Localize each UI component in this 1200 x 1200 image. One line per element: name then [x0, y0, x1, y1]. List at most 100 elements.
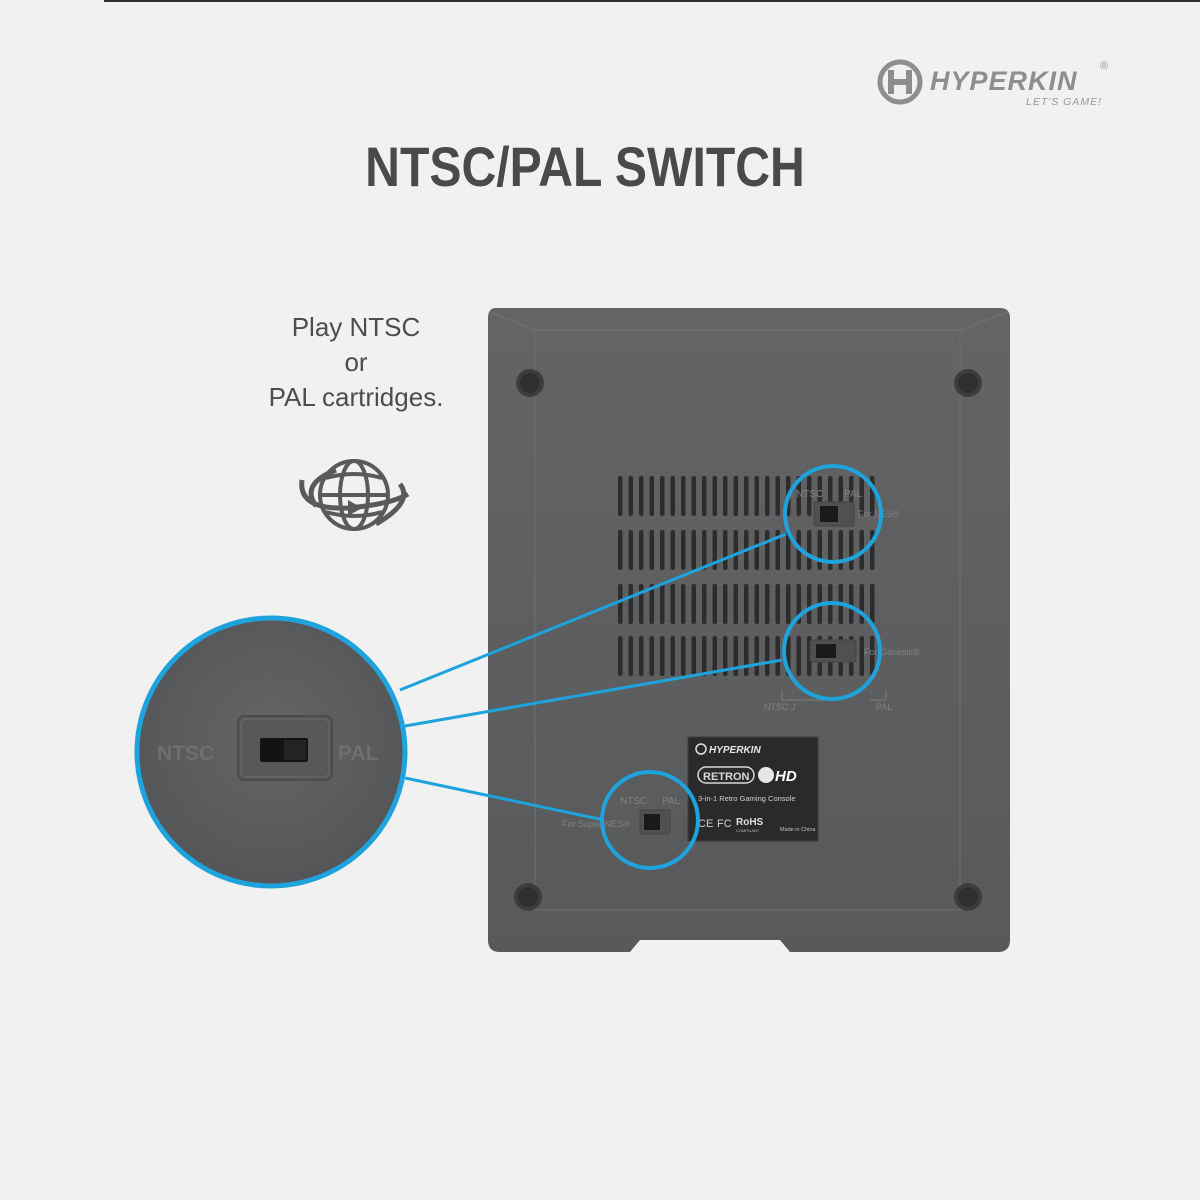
vent-slot [754, 476, 759, 516]
vent-slot [670, 530, 675, 570]
vent-slot [723, 530, 728, 570]
label-rohs-sub: COMPLIANT [736, 828, 760, 833]
caption-line-2: or [344, 347, 368, 377]
vent-slot [828, 530, 833, 570]
label-ce-mark: CE [698, 818, 713, 830]
vent-slot [712, 530, 717, 570]
label-product: RETRON [703, 771, 750, 783]
vent-slot [691, 636, 696, 676]
vent-slot [796, 476, 801, 516]
hyperkin-logo: HYPERKIN ® LET'S GAME! [876, 58, 1126, 114]
logo-wordmark: HYPERKIN [930, 66, 1078, 96]
vent-slot [639, 530, 644, 570]
feature-caption: Play NTSC or PAL cartridges. [226, 310, 486, 415]
vent-slot [775, 636, 780, 676]
callout-line-top [399, 532, 787, 692]
logo-tagline: LET'S GAME! [1026, 96, 1103, 108]
vent-slot [775, 530, 780, 570]
vent-slot [681, 530, 686, 570]
callout-lines [399, 532, 787, 822]
vent-slot [660, 584, 665, 624]
callout-circles [600, 464, 883, 870]
vent-slot [712, 636, 717, 676]
vent-slot [702, 636, 707, 676]
vent-slot [765, 584, 770, 624]
caption-line-3: PAL cartridges. [268, 382, 444, 412]
zoom-magnifier: NTSC PAL [134, 615, 408, 889]
vent-slot [639, 636, 644, 676]
vent-slot [754, 636, 759, 676]
switch-genesis: For Genesis® NTSC J PAL [764, 639, 920, 712]
vent-slot [807, 476, 812, 516]
label-description: 3-in-1 Retro Gaming Console [698, 794, 796, 803]
vent-slot [691, 530, 696, 570]
top-rule [104, 0, 1200, 2]
callout-circle-bottom [600, 770, 700, 870]
vent-slot [639, 476, 644, 516]
vent-slot [723, 584, 728, 624]
vent-slot [649, 530, 654, 570]
vent-slot [702, 476, 707, 516]
vent-slot [723, 476, 728, 516]
label-product-badge [697, 766, 755, 784]
vent-slot [712, 584, 717, 624]
vent-slot [618, 636, 623, 676]
vent-slot [754, 530, 759, 570]
vent-slot [733, 636, 738, 676]
vent-slot [702, 584, 707, 624]
vent-slot [744, 476, 749, 516]
rubber-foot [514, 883, 542, 911]
vent-slot [765, 476, 770, 516]
vent-slot [765, 530, 770, 570]
vent-slot [649, 584, 654, 624]
vent-slot [649, 636, 654, 676]
rubber-foot [516, 369, 544, 397]
vent-slot [807, 584, 812, 624]
vent-slot [765, 636, 770, 676]
vent-slot [859, 584, 864, 624]
console-bottom-panel [488, 308, 1010, 952]
vent-slot [838, 530, 843, 570]
vent-slot [618, 530, 623, 570]
vent-slot [618, 476, 623, 516]
page-title: NTSC/PAL SWITCH [365, 135, 805, 198]
vent-slot [859, 476, 864, 516]
vent-slot [870, 584, 875, 624]
switch-nes-ntsc-label: NTSC [796, 489, 823, 500]
vent-slot [849, 584, 854, 624]
label-rohs-mark: RoHS [736, 817, 764, 828]
vent-slot [807, 530, 812, 570]
vent-slot [786, 584, 791, 624]
rubber-foot [954, 883, 982, 911]
switch-snes: NTSC PAL For Super NES® [562, 796, 681, 835]
vent-slot [660, 636, 665, 676]
vent-slot [712, 476, 717, 516]
vent-slot [786, 530, 791, 570]
switch-snes-pal-label: PAL [662, 796, 681, 807]
label-product-suffix: HD [775, 768, 797, 785]
registered-mark: ® [1100, 60, 1109, 72]
callout-circle-top [783, 464, 883, 564]
switch-nes-pal-label: PAL [844, 489, 863, 500]
rubber-foot [954, 369, 982, 397]
label-logo-mark [695, 743, 707, 755]
switch-nes: NTSC PAL For NES® [796, 489, 900, 527]
zoom-circle-border [134, 615, 408, 889]
vent-slot [649, 476, 654, 516]
rubber-feet [514, 369, 982, 911]
vent-slot [691, 584, 696, 624]
callout-line-middle [404, 658, 783, 728]
zoom-ntsc-label: NTSC [157, 742, 214, 765]
vent-slot [618, 584, 623, 624]
vent-slot [681, 636, 686, 676]
vent-slot [670, 476, 675, 516]
globe-icon [299, 459, 410, 531]
vent-slot [849, 530, 854, 570]
vent-slot [733, 584, 738, 624]
vent-slot [733, 476, 738, 516]
callout-circle-middle [782, 601, 882, 701]
vent-slot [744, 636, 749, 676]
vent-slot [775, 476, 780, 516]
vent-slot [628, 530, 633, 570]
